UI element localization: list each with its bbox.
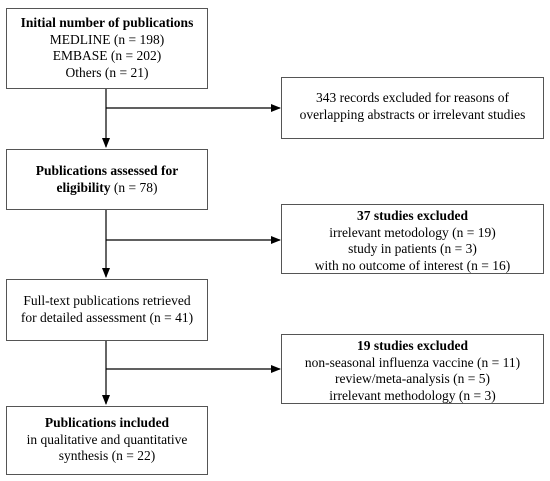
assessed-box: Publications assessed for eligibility (n… [6,149,208,210]
initial-title: Initial number of publications [20,15,194,30]
assessed-title-line-2: eligibility (n = 78) [7,180,207,197]
fulltext-box: Full-text publications retrieved for det… [6,279,208,341]
excluded-37-line-2: study in patients (n = 3) [348,241,477,256]
initial-line-medline: MEDLINE (n = 198) [49,31,165,47]
assessed-eligibility-text: eligibility [56,179,111,195]
excluded-19-title: 19 studies excluded [356,338,468,353]
excluded-records-box: 343 records excluded for reasons of over… [281,77,544,139]
excluded-37-line-3: with no outcome of interest (n = 16) [314,257,511,273]
assessed-count: (n = 78) [110,179,158,195]
included-title: Publications included [44,415,170,430]
excluded-19-box: 19 studies excluded non-seasonal influen… [281,334,544,404]
excluded-19-line-1: non-seasonal influenza vaccine (n = 11) [304,354,521,370]
included-line-1: in qualitative and quantitative [26,431,188,447]
assessed-title-line-1: Publications assessed for [35,163,179,178]
excluded-37-box: 37 studies excluded irrelevant metodolog… [281,204,544,274]
fulltext-line-2: for detailed assessment (n = 41) [20,309,194,325]
initial-publications-box: Initial number of publications MEDLINE (… [6,8,208,89]
excluded-37-line-1: irrelevant metodology (n = 19) [329,224,496,240]
excluded-19-line-2: review/meta-analysis (n = 5) [335,371,490,386]
initial-line-others: Others (n = 21) [65,64,149,80]
initial-line-embase: EMBASE (n = 202) [52,48,162,63]
excluded-records-line-2: overlapping abstracts or irrelevant stud… [299,106,526,122]
included-line-2: synthesis (n = 22) [58,448,156,463]
included-box: Publications included in qualitative and… [6,406,208,475]
excluded-37-title: 37 studies excluded [356,208,468,223]
excluded-19-line-3: irrelevant methodology (n = 3) [329,387,496,403]
excluded-records-line-1: 343 records excluded for reasons of [315,90,510,105]
fulltext-line-1: Full-text publications retrieved [23,293,191,308]
